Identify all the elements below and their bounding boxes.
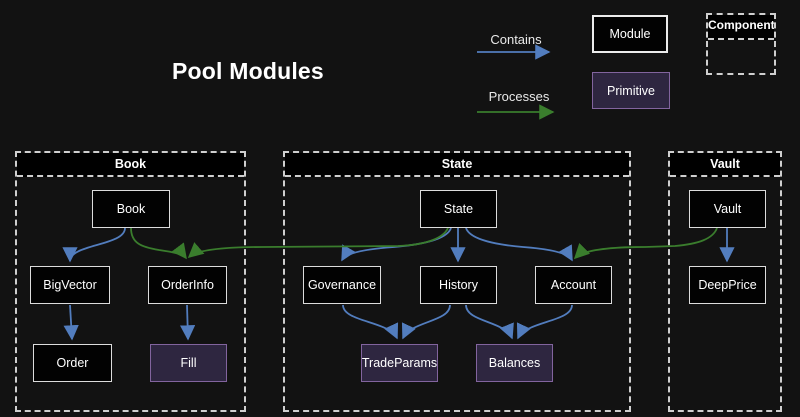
legend-module-label: Module (610, 27, 651, 41)
node-book: Book (92, 190, 170, 228)
legend-primitive-sample: Primitive (592, 72, 670, 109)
node-state: State (420, 190, 497, 228)
node-governance: Governance (303, 266, 381, 304)
page-title: Pool Modules (172, 58, 324, 85)
legend-component-label: Component (708, 15, 774, 40)
legend-primitive-label: Primitive (607, 84, 655, 98)
legend-module-sample: Module (592, 15, 668, 53)
node-account: Account (535, 266, 612, 304)
node-orderinfo: OrderInfo (148, 266, 227, 304)
legend-processes-label: Processes (489, 89, 550, 104)
container-vault-header: Vault (670, 153, 780, 177)
node-fill: Fill (150, 344, 227, 382)
node-vault: Vault (689, 190, 766, 228)
container-book-header: Book (17, 153, 244, 177)
legend-component-sample: Component (706, 13, 776, 75)
legend-contains-label: Contains (490, 32, 541, 47)
node-deepprice: DeepPrice (689, 266, 766, 304)
container-state-header: State (285, 153, 629, 177)
node-bigvector: BigVector (30, 266, 110, 304)
node-order: Order (33, 344, 112, 382)
node-history: History (420, 266, 497, 304)
node-tradeparams: TradeParams (361, 344, 438, 382)
node-balances: Balances (476, 344, 553, 382)
